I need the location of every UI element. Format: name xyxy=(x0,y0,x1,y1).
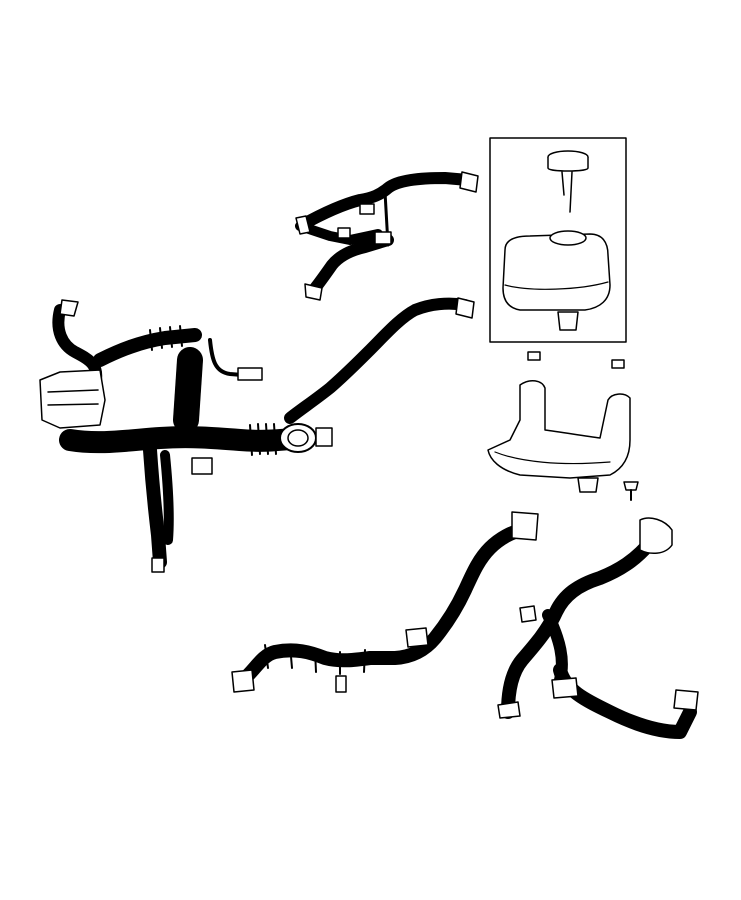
lower-heater-hose xyxy=(231,511,539,693)
bolt xyxy=(623,481,639,491)
nut-right xyxy=(611,359,625,369)
coolant-reservoir-callout xyxy=(489,137,627,343)
reservoir-tank xyxy=(502,233,611,311)
upper-heater-hose-assembly xyxy=(295,171,479,301)
main-coolant-hose-manifold xyxy=(39,297,475,573)
callout-frame xyxy=(489,137,627,343)
nut-left xyxy=(527,351,541,361)
reservoir-mounting-bracket xyxy=(487,351,639,501)
radiator-outlet-hose xyxy=(497,517,699,739)
